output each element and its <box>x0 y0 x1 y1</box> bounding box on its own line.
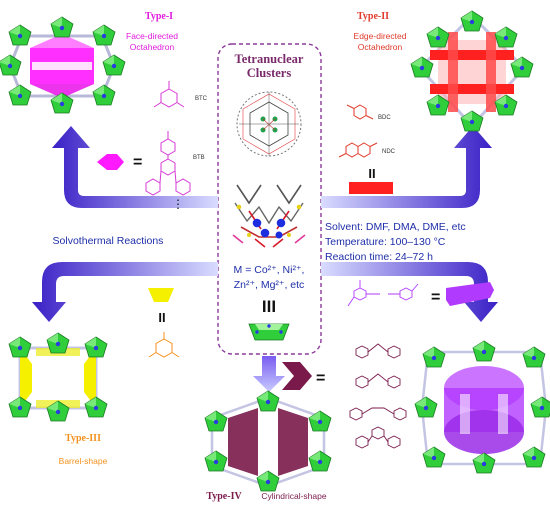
triple-parallel-symbol: III <box>262 297 276 316</box>
arrow-to-type-ii <box>321 126 492 208</box>
arrow-to-type-iv <box>253 356 285 392</box>
type-ii-title: Type-II <box>357 11 389 22</box>
ligand-ellipsis: ⋮ <box>172 197 184 211</box>
arrow-to-type-iii <box>32 262 218 322</box>
btc-ligand <box>153 81 185 108</box>
bdc-ligand <box>346 104 374 120</box>
solvent-label: Solvent: DMF, DMA, DME, etc <box>325 221 466 233</box>
metal-ions-line-2: Zn²⁺, Mg²⁺, etc <box>234 279 305 291</box>
solvothermal-label: Solvothermal Reactions <box>53 235 164 247</box>
flexible-ligand-2 <box>355 373 401 389</box>
type-iv-cage <box>204 390 332 492</box>
center-title-1: Tetranuclear <box>235 52 304 66</box>
type-iii-parallel: II <box>158 310 165 325</box>
type-i-cage <box>0 16 126 114</box>
yellow-trapezoid-icon <box>148 288 174 302</box>
flexible-ligand-4 <box>355 426 401 449</box>
metal-ions-line-1: M = Co²⁺, Ni²⁺, <box>234 264 305 276</box>
isophthalate-ligand <box>148 332 180 358</box>
bdc-label: BDC <box>378 115 391 121</box>
amide-linker-ligand <box>347 280 419 307</box>
type-ii-line-2: Octahedron <box>358 42 403 52</box>
ndc-label: NDC <box>382 149 396 155</box>
reaction-time-label: Reaction time: 24–72 h <box>325 251 433 263</box>
tetranuclear-3d-structure <box>232 184 306 248</box>
arrow-to-type-iv-right <box>321 262 498 322</box>
purple-cylinder-cage <box>414 340 550 474</box>
purple-linker-icon <box>446 282 494 306</box>
type-i-title: Type-I <box>145 11 173 22</box>
flexible-ligand-3 <box>349 407 407 421</box>
magenta-hexagon-icon <box>97 154 124 170</box>
type-ii-cage <box>410 10 534 132</box>
temperature-label: Temperature: 100–130 °C <box>325 236 446 248</box>
btb-ligand <box>145 131 191 196</box>
red-bar-icon <box>349 182 393 194</box>
amide-ligand-equals: = <box>431 289 440 306</box>
center-green-paddle-icon <box>248 323 290 341</box>
center-title-2: Clusters <box>247 66 292 80</box>
btb-label: BTB <box>193 155 205 161</box>
type-iv-shape: Cylindrical-shape <box>261 491 326 501</box>
tetranuclear-ring-structure <box>236 91 302 157</box>
type-iii-shape: Barrel-shape <box>59 456 108 466</box>
type-iii-title: Type-III <box>65 433 101 444</box>
maroon-chevron-icon <box>282 362 312 390</box>
type-iv-title: Type-IV <box>206 491 242 502</box>
type-ii-line-1: Edge-directed <box>354 31 407 41</box>
type-iii-cage <box>8 332 108 422</box>
arrow-to-type-i <box>52 126 218 208</box>
btc-label: BTC <box>195 96 208 102</box>
type-i-equals: = <box>133 154 142 171</box>
type-i-line-1: Face-directed <box>126 31 178 41</box>
type-iv-equals: = <box>316 370 325 387</box>
flexible-ligand-1 <box>355 343 401 359</box>
type-i-line-2: Octahedron <box>130 42 175 52</box>
type-ii-parallel: II <box>368 166 375 181</box>
ndc-ligand <box>338 142 378 158</box>
